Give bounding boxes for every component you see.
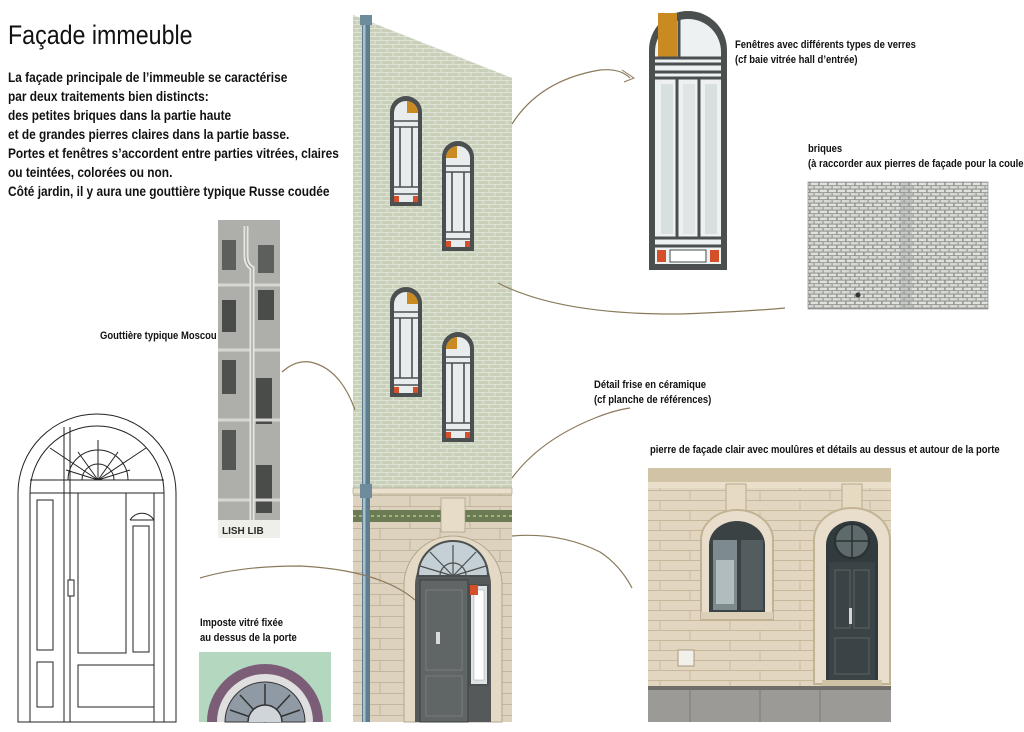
frieze-annotation: Détail frise en céramique (cf planche de… xyxy=(594,378,711,408)
page-title: Façade immeuble xyxy=(8,20,193,50)
bricks-annotation-line: briques xyxy=(808,143,843,155)
bricks-annotation: briques (à raccorder aux pierres de faça… xyxy=(808,142,1024,172)
stone-annotation: pierre de façade clair avec moulûres et … xyxy=(650,443,1000,458)
window-detail xyxy=(649,11,727,270)
facade-window xyxy=(390,287,422,397)
intro-line: Côté jardin, il y aura une gouttière typ… xyxy=(8,184,330,199)
intro-text: La façade principale de l’immeuble se ca… xyxy=(8,68,342,201)
windows-annotation-line: (cf baie vitrée hall d’entrée) xyxy=(735,54,858,66)
transom-photo xyxy=(199,652,331,723)
leader-lines xyxy=(199,69,786,601)
brick-photo xyxy=(807,181,989,310)
leader-line xyxy=(199,565,416,601)
leader-line xyxy=(511,534,633,589)
keystone xyxy=(440,497,466,533)
transom-annotation-line: Imposte vitré fixée xyxy=(200,617,284,629)
gutter-annotation-line: Gouttière typique Moscou xyxy=(100,330,217,342)
door-leaf xyxy=(419,579,469,723)
facade-window xyxy=(442,141,474,251)
transom-annotation-line: au dessus de la porte xyxy=(200,632,297,644)
transom-annotation: Imposte vitré fixée au dessus de la port… xyxy=(200,616,297,646)
leader-line xyxy=(497,282,786,315)
intro-line: Portes et fenêtres s’accordent entre par… xyxy=(8,146,339,161)
stone-facade-photo xyxy=(648,468,891,722)
leader-line xyxy=(281,361,356,411)
intro-line: ou teintées, colorées ou non. xyxy=(8,165,173,180)
door-handle xyxy=(436,632,440,644)
cornice xyxy=(352,487,513,495)
brick-upper-wall xyxy=(353,15,512,490)
leader-line xyxy=(511,69,631,125)
gutter-photo: LISH LIB xyxy=(218,220,280,538)
gutter-photo-sign: LISH LIB xyxy=(222,526,264,537)
facade-elevation xyxy=(352,15,513,723)
facade-window xyxy=(390,96,422,206)
door-drawing xyxy=(17,413,177,723)
intro-line: et de grandes pierres claires dans la pa… xyxy=(8,127,290,142)
intro-line: des petites briques dans la partie haute xyxy=(8,108,232,123)
frieze-annotation-line: Détail frise en céramique xyxy=(594,379,707,391)
leader-line xyxy=(511,407,631,479)
gutter-annotation: Gouttière typique Moscou xyxy=(100,329,217,344)
gutter-pipe xyxy=(362,22,370,722)
frieze-annotation-line: (cf planche de références) xyxy=(594,394,712,406)
bricks-annotation-line: (à raccorder aux pierres de façade pour … xyxy=(808,158,1024,170)
facade-window xyxy=(442,332,474,442)
windows-annotation-line: Fenêtres avec différents types de verres xyxy=(735,39,916,51)
stone-annotation-line: pierre de façade clair avec moulûres et … xyxy=(650,444,1000,456)
intro-line: La façade principale de l’immeuble se ca… xyxy=(8,70,288,85)
intro-line: par deux traitements bien distincts: xyxy=(8,89,209,104)
windows-annotation: Fenêtres avec différents types de verres… xyxy=(735,38,916,68)
